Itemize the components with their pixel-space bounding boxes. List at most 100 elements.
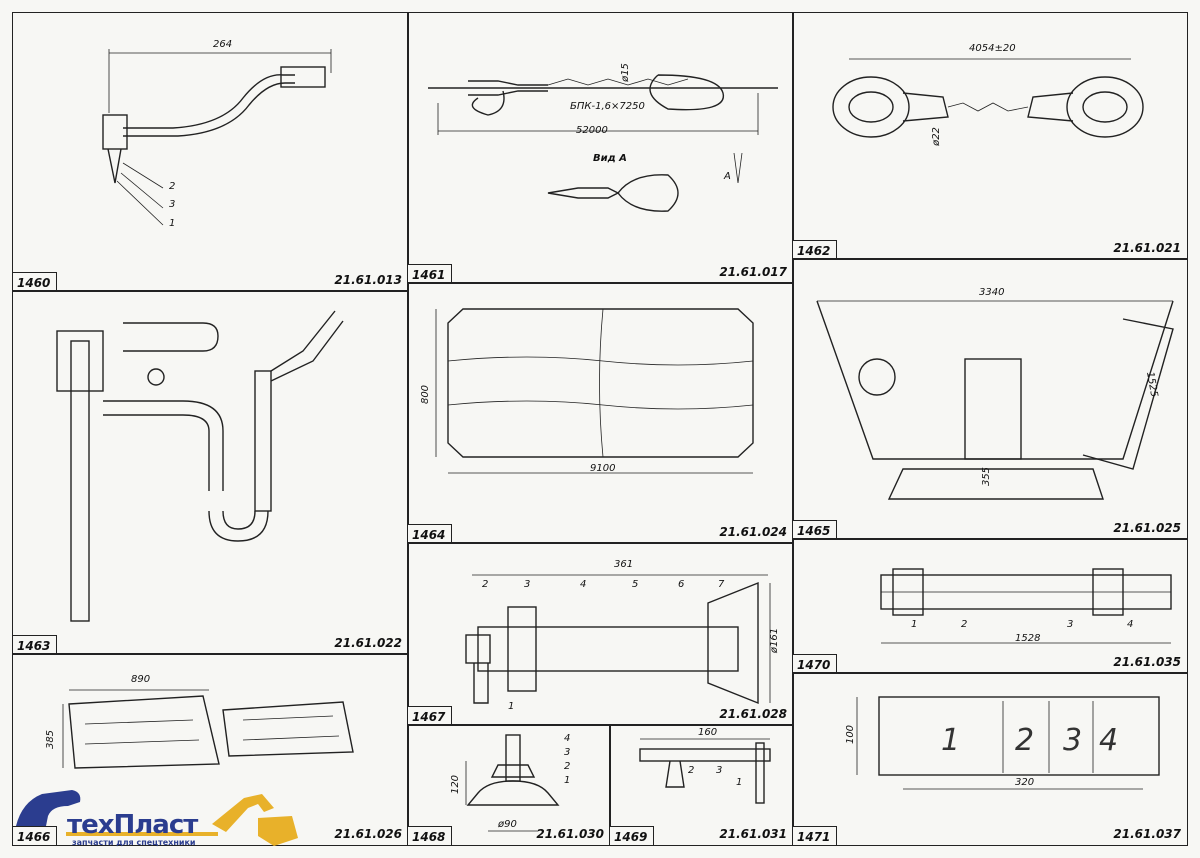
- cell-1461: 52000 ø15 БПК-1,6×7250 Вид А А 1461 21.6…: [407, 12, 794, 284]
- cell-1471: 100 1 2 3 4 320 1471 21.61.037: [792, 672, 1188, 846]
- callout-2: 2: [169, 181, 176, 192]
- callout-1: 1: [169, 218, 176, 229]
- dim-width: 3340: [979, 287, 1005, 298]
- dim-diameter: ø15: [619, 63, 631, 82]
- view-marker: А: [724, 171, 731, 182]
- callout-1: 1: [564, 775, 571, 786]
- callout-2: 2: [564, 761, 571, 772]
- item-number: 1467: [408, 706, 453, 725]
- item-number: 1470: [793, 654, 838, 673]
- item-number: 1469: [610, 826, 655, 845]
- brand-tagline: запчасти для спецтехники: [72, 838, 196, 847]
- dim-length: 361: [614, 559, 634, 570]
- part-code: 21.61.028: [719, 707, 787, 721]
- excavator-logo-icon: [16, 790, 298, 846]
- drawing-1464: [435, 308, 754, 474]
- dim-length: 52000: [576, 125, 608, 136]
- callout-4: 4: [580, 579, 587, 590]
- view-label: Вид А: [593, 153, 627, 164]
- drawing-1463: [56, 310, 344, 622]
- cell-1465: 3340 1525 355 1465 21.61.025: [792, 258, 1188, 540]
- dim-width: 385: [45, 729, 57, 750]
- item-number: 1460: [13, 272, 58, 291]
- drawing-1460: [102, 49, 332, 226]
- section-2: 2: [1015, 723, 1035, 758]
- item-number: 1465: [793, 520, 838, 539]
- callout-7: 7: [718, 579, 725, 590]
- part-code: 21.61.026: [334, 827, 402, 841]
- callout-2: 2: [688, 765, 695, 776]
- callout-3: 3: [564, 747, 571, 758]
- drawing-1462: [832, 58, 1144, 138]
- drawing-1461: [428, 74, 778, 212]
- item-number: 1462: [793, 240, 838, 259]
- drawing-1468: [465, 734, 560, 832]
- item-number: 1468: [408, 826, 453, 845]
- callout-3: 3: [1067, 619, 1074, 630]
- part-code: 21.61.030: [536, 827, 604, 841]
- part-code: 21.61.017: [719, 265, 787, 279]
- cell-1460: 264 2 3 1 1460 21.61.013: [12, 12, 409, 292]
- callout-6: 6: [678, 579, 685, 590]
- dim-height: 355: [981, 466, 993, 487]
- part-code: 21.61.022: [334, 636, 402, 650]
- cell-1462: 4054±20 ø22 1462 21.61.021: [792, 12, 1188, 260]
- section-4: 4: [1099, 723, 1119, 758]
- part-code: 21.61.021: [1113, 241, 1181, 255]
- dim-length: 4054±20: [969, 43, 1016, 54]
- cell-1466: 890 385 1466 21.61.026: [12, 653, 409, 846]
- part-code: 21.61.013: [334, 273, 402, 287]
- brand-name: техПласт: [67, 810, 198, 840]
- dim-diameter: ø161: [769, 627, 781, 654]
- callout-4: 4: [564, 733, 571, 744]
- callout-3: 3: [524, 579, 531, 590]
- dim-length: 320: [1015, 777, 1035, 788]
- dim-length: 9100: [590, 463, 616, 474]
- drawing-1467: [465, 574, 771, 705]
- dim-diameter: ø90: [498, 819, 517, 830]
- dim-length: 1528: [1015, 633, 1041, 644]
- callout-2: 2: [961, 619, 968, 630]
- item-number: 1466: [13, 826, 58, 845]
- part-code: 21.61.031: [719, 827, 787, 841]
- part-code: 21.61.024: [719, 525, 787, 539]
- dim-length: 160: [698, 727, 718, 738]
- cable-spec: БПК-1,6×7250: [570, 101, 645, 112]
- callout-3: 3: [169, 199, 176, 210]
- callout-1: 1: [736, 777, 743, 788]
- item-number: 1463: [13, 635, 58, 654]
- dim-length: 264: [213, 39, 233, 50]
- callout-4: 4: [1127, 619, 1134, 630]
- part-code: 21.61.035: [1113, 655, 1181, 669]
- cell-1467: 361 2 3 4 5 6 7 1 ø161 1467 21.61.028: [407, 542, 794, 726]
- callout-1: 1: [911, 619, 918, 630]
- drawing-1469: [639, 738, 771, 804]
- cell-1464: 800 9100 1464 21.61.024: [407, 282, 794, 544]
- cell-1468: 4 3 2 1 120 ø90 1468 21.61.030: [407, 724, 611, 846]
- part-code: 21.61.025: [1113, 521, 1181, 535]
- dim-diameter: ø22: [930, 127, 942, 146]
- item-number: 1464: [408, 524, 453, 543]
- cell-1469: 160 2 3 1 1469 21.61.031: [609, 724, 794, 846]
- brand-logo: техПласт запчасти для спецтехники: [12, 782, 302, 852]
- callout-5: 5: [632, 579, 639, 590]
- drawing-1471: [856, 696, 1160, 790]
- callout-3: 3: [716, 765, 723, 776]
- callout-1: 1: [508, 701, 515, 712]
- drawing-1466: [62, 689, 354, 769]
- drawing-1470: [880, 568, 1172, 644]
- dim-length: 890: [131, 674, 151, 685]
- dim-height: 120: [450, 774, 462, 795]
- drawing-1465: [816, 300, 1174, 500]
- section-1: 1: [941, 723, 961, 758]
- callout-2: 2: [482, 579, 489, 590]
- section-3: 3: [1063, 723, 1083, 758]
- cell-1463: 1463 21.61.022: [12, 290, 409, 655]
- item-number: 1471: [793, 826, 838, 845]
- dim-width: 800: [420, 384, 432, 405]
- part-code: 21.61.037: [1113, 827, 1181, 841]
- cell-1470: 1 2 3 4 1528 1470 21.61.035: [792, 538, 1188, 674]
- item-number: 1461: [408, 264, 453, 283]
- dim-height: 100: [845, 724, 857, 745]
